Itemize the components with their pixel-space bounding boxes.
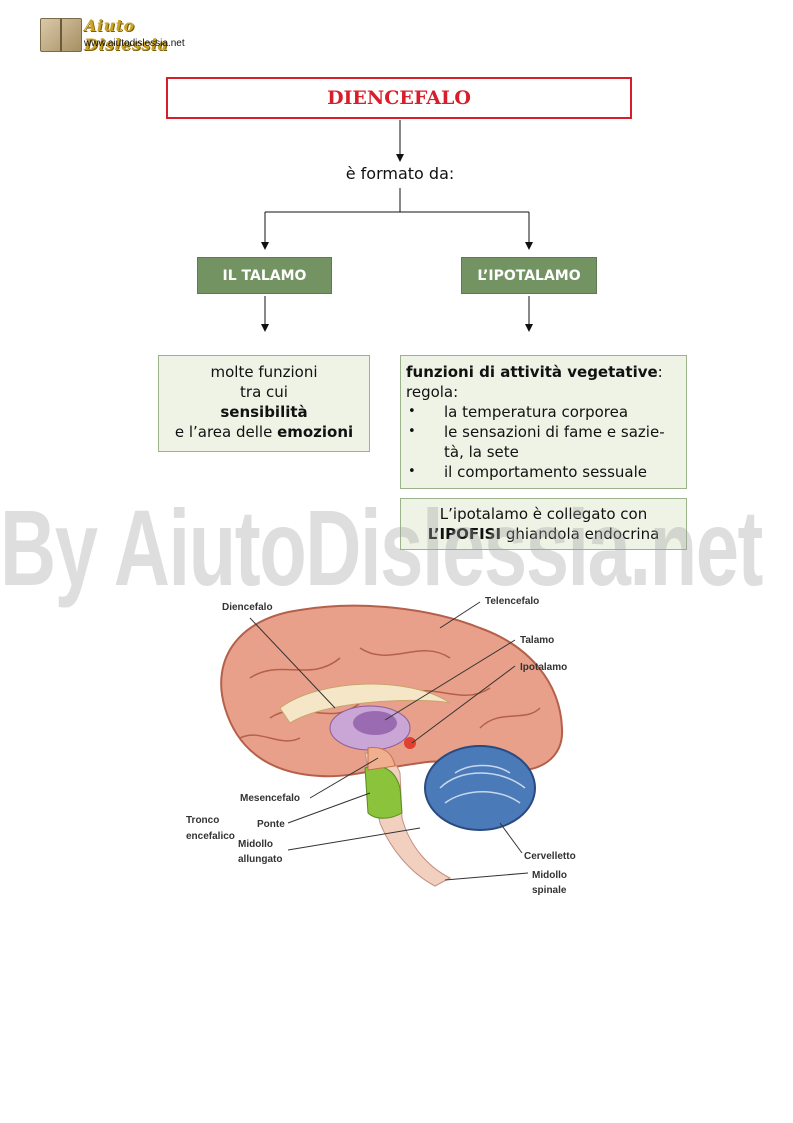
list-item: la temperatura corporea bbox=[406, 402, 680, 422]
label-encefalico: encefalico bbox=[186, 831, 235, 842]
ipotalamo-intro-colon: : bbox=[657, 363, 663, 381]
ipofisi-bold: L’IPOFISI bbox=[427, 525, 502, 543]
ipotalamo-intro: funzioni di attività vegetative bbox=[406, 363, 658, 381]
cervelletto-region bbox=[424, 745, 536, 831]
label-cervelletto: Cervelletto bbox=[524, 851, 576, 862]
talamo-line4-pre: e l’area delle bbox=[174, 423, 278, 441]
leader-lines bbox=[249, 601, 529, 881]
connector-arrows bbox=[261, 120, 533, 332]
ipofisi-line1: L’ipotalamo è collegato con bbox=[439, 505, 648, 523]
ipotalamo-region bbox=[404, 737, 416, 749]
talamo-line2: tra cui bbox=[240, 383, 288, 401]
label-ponte: Ponte bbox=[257, 819, 285, 830]
label-telencefalo: Telencefalo bbox=[485, 596, 539, 607]
label-midollo-allungato-1: Midollo bbox=[238, 839, 273, 850]
ipofisi-rest: ghiandola endocrina bbox=[501, 525, 660, 543]
ipotalamo-list: la temperatura corporea le sensazioni di… bbox=[406, 402, 680, 482]
label-midollo-spinale-1: Midollo bbox=[532, 870, 567, 881]
talamo-heading: IL TALAMO bbox=[197, 257, 332, 294]
label-talamo: Talamo bbox=[520, 635, 554, 646]
ipotalamo-regola: regola: bbox=[406, 383, 459, 401]
list-item: il comportamento sessuale bbox=[406, 462, 680, 482]
list-item: le sensazioni di fame e sazie-tà, la set… bbox=[406, 422, 680, 462]
talamo-line1: molte funzioni bbox=[210, 363, 318, 381]
talamo-line3: sensibilità bbox=[220, 403, 308, 421]
ipotalamo-heading: L’IPOTALAMO bbox=[461, 257, 597, 294]
label-ipotalamo: Ipotalamo bbox=[520, 662, 567, 673]
talamo-region bbox=[353, 711, 397, 735]
label-tronco: Tronco bbox=[186, 815, 219, 826]
corpus-callosum bbox=[279, 683, 451, 724]
ipofisi-note: L’ipotalamo è collegato con L’IPOFISI gh… bbox=[400, 498, 687, 550]
talamo-line4-bold: emozioni bbox=[277, 423, 354, 441]
mesencefalo-region bbox=[367, 747, 396, 771]
label-mesencefalo: Mesencefalo bbox=[240, 793, 300, 804]
site-logo: Aiuto Dislessia www.aiutodislessia.net bbox=[40, 16, 200, 56]
subtitle: è formato da: bbox=[345, 164, 455, 183]
label-diencefalo: Diencefalo bbox=[222, 602, 273, 613]
logo-url: www.aiutodislessia.net bbox=[84, 38, 185, 49]
ipotalamo-description: funzioni di attività vegetative: regola:… bbox=[400, 355, 687, 489]
book-icon bbox=[40, 18, 82, 52]
label-midollo-allungato-2: allungato bbox=[238, 854, 282, 865]
talamo-description: molte funzioni tra cui sensibilità e l’a… bbox=[158, 355, 370, 452]
page-title: DIENCEFALO bbox=[166, 77, 632, 119]
label-midollo-spinale-2: spinale bbox=[532, 885, 567, 896]
cerebellum-folia bbox=[439, 764, 526, 804]
logo-brand: Aiuto Dislessia bbox=[84, 16, 169, 54]
brain-illustration: Diencefalo Telencefalo Talamo Ipotalamo … bbox=[186, 596, 576, 896]
